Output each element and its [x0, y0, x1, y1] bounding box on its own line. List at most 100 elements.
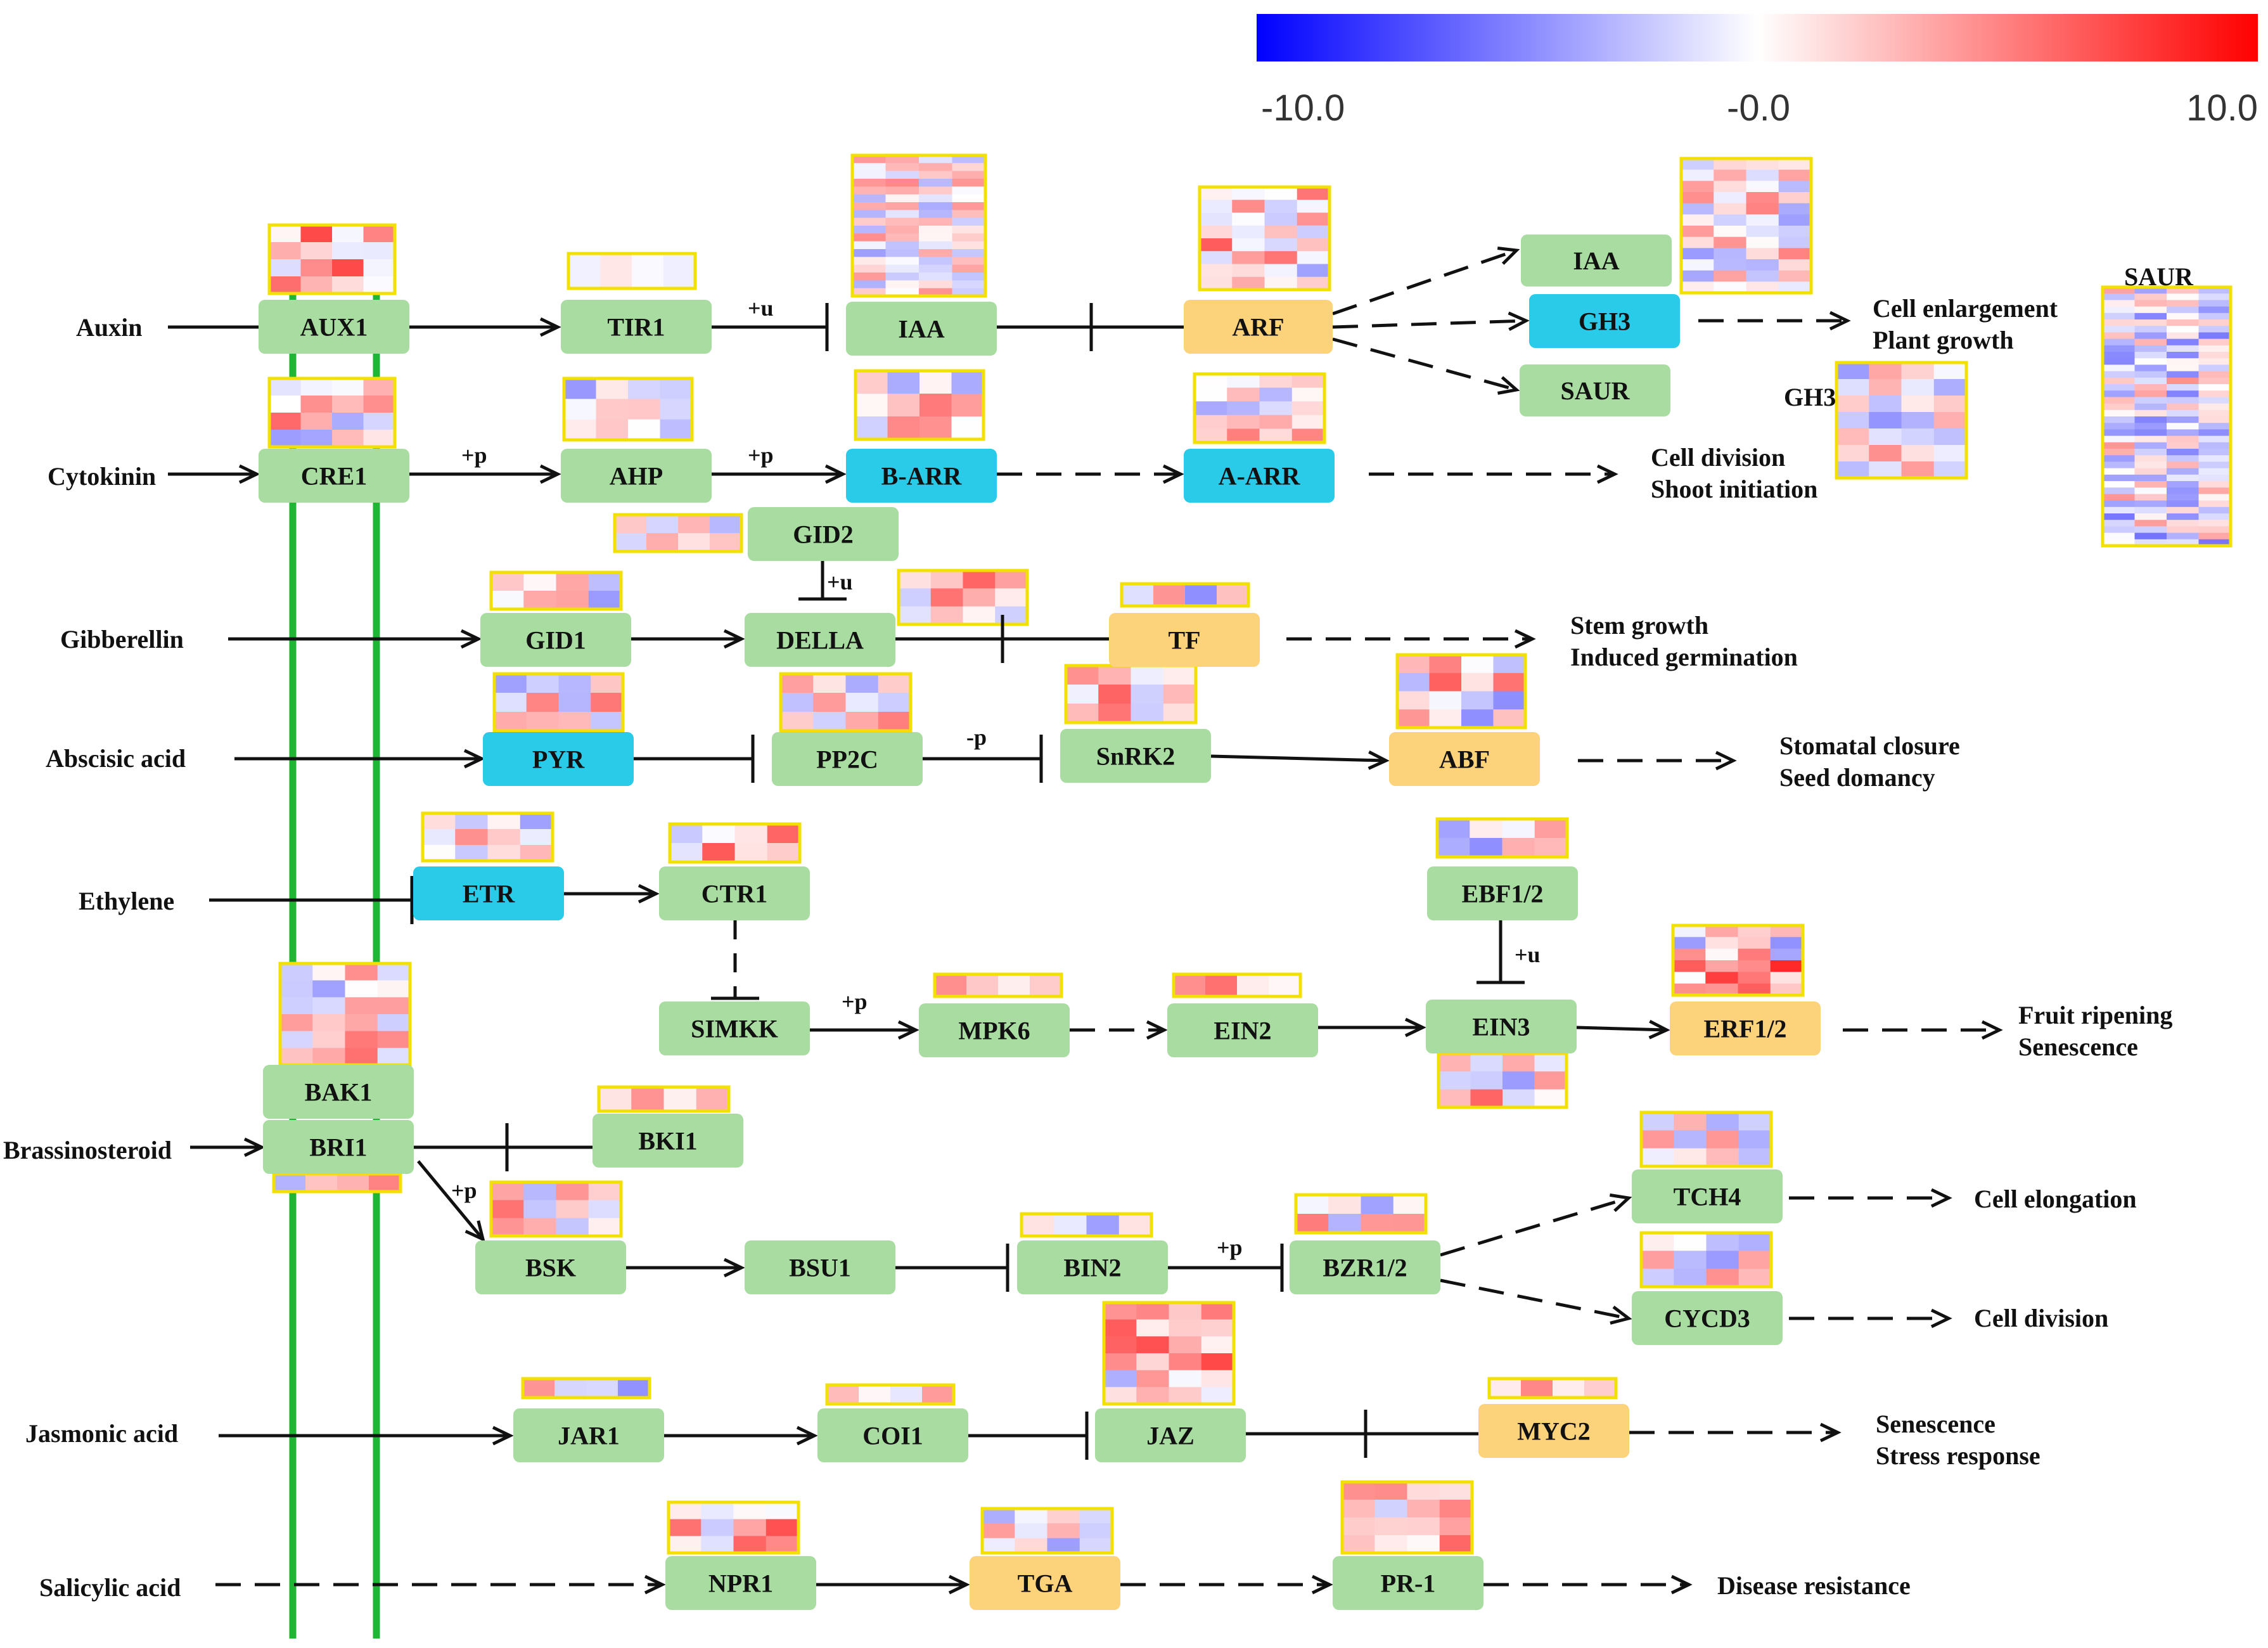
- heatmap-aux1: [267, 223, 397, 295]
- hormone-jasmonic-acid: Jasmonic acid: [25, 1419, 178, 1448]
- heatmap-cell: [2134, 384, 2167, 391]
- heatmap-cell: [487, 845, 521, 861]
- heatmap-cell: [1259, 374, 1293, 389]
- heatmap-cell: [2103, 312, 2135, 320]
- heatmap-cell: [588, 1200, 622, 1219]
- gene-bsk: BSK: [475, 1240, 626, 1294]
- heatmap-cell: [2103, 487, 2135, 494]
- heatmap-cell: [701, 1519, 734, 1536]
- heatmap-cell: [852, 280, 886, 289]
- indirect-arrow: [1070, 1020, 1168, 1040]
- heatmap-cell: [919, 288, 952, 297]
- heatmap-cell: [2167, 338, 2199, 346]
- heatmap-cell: [660, 419, 693, 441]
- heatmap-cell: [887, 371, 920, 394]
- heatmap-della: [897, 569, 1029, 626]
- arrow-head: [460, 629, 482, 649]
- gene-myc2: MYC2: [1478, 1404, 1629, 1458]
- annotation-ubiquitination-ebf: +u: [1515, 942, 1541, 967]
- heatmap-cell: [951, 416, 984, 440]
- heatmap-cell: [556, 591, 589, 610]
- heatmap-tir1: [567, 252, 697, 290]
- heatmap-cell: [767, 824, 800, 844]
- heatmap-cell: [852, 288, 886, 297]
- vertical-inhibition: [798, 561, 847, 601]
- heatmap-cell: [852, 233, 886, 242]
- heatmap-cell: [1714, 169, 1746, 181]
- heatmap-cell: [628, 419, 660, 441]
- heatmap-cell: [1342, 1482, 1375, 1500]
- heatmap-cell: [487, 829, 521, 846]
- heatmap-cell: [1297, 251, 1330, 264]
- heatmap-cell: [1641, 1268, 1674, 1287]
- heatmap-cell: [558, 693, 591, 712]
- heatmap-cell: [1118, 1214, 1152, 1237]
- heatmap-cell: [952, 233, 986, 242]
- heatmap-cell: [1738, 1148, 1772, 1167]
- heatmap-cell: [2134, 390, 2167, 397]
- heatmap-cell: [1439, 1535, 1473, 1554]
- indirect-arrow: [1578, 750, 1737, 771]
- heatmap-cell: [615, 515, 647, 534]
- gene-bak1: BAK1: [263, 1065, 414, 1119]
- heatmap-cell: [2198, 338, 2231, 346]
- gene-ein2: EIN2: [1167, 1003, 1318, 1057]
- connector-line: [1332, 337, 1517, 392]
- heatmap-cell: [1098, 666, 1131, 685]
- heatmap-cell: [2198, 326, 2231, 333]
- heatmap-cell: [1200, 264, 1233, 278]
- activation-arrow: [810, 1020, 919, 1040]
- heatmap-cell: [280, 997, 313, 1015]
- heatmap-cell: [919, 233, 952, 242]
- heatmap-cell: [1174, 974, 1206, 997]
- heatmap-cell: [852, 155, 886, 164]
- heatmap-cell: [1738, 1233, 1772, 1251]
- heatmap-bak1: [278, 962, 412, 1067]
- gene-box: [1184, 449, 1335, 503]
- heatmap-cell: [487, 813, 521, 830]
- heatmap-cell: [1836, 363, 1869, 380]
- gene-label: AUX1: [300, 313, 368, 342]
- heatmap-cell: [885, 179, 919, 187]
- heatmap-cell: [377, 963, 411, 981]
- arrow-head: [723, 629, 745, 649]
- heatmap-cell: [1342, 1500, 1375, 1518]
- heatmap-cell: [1778, 236, 1812, 248]
- hormone-abscisic-acid: Abscisic acid: [46, 744, 186, 773]
- heatmap-cell: [1706, 1130, 1739, 1149]
- heatmap-cell: [2167, 481, 2199, 488]
- heatmap-cell: [1429, 691, 1462, 710]
- heatmap-cell: [1674, 1268, 1707, 1287]
- heatmap-cell: [596, 419, 629, 441]
- heatmap-cell: [935, 974, 967, 997]
- heatmap-bin2: [1020, 1212, 1153, 1238]
- heatmap-cell: [2134, 332, 2167, 340]
- heatmap-cell: [632, 254, 664, 289]
- heatmap-cell: [852, 217, 886, 226]
- heatmap-cell: [269, 225, 301, 243]
- heatmap-cell: [766, 1536, 799, 1554]
- heatmap-cell: [1232, 276, 1265, 290]
- heatmap-cell: [919, 273, 952, 281]
- heatmap-cell: [2134, 442, 2167, 449]
- gene-box: [1290, 1240, 1440, 1294]
- heatmap-cell: [523, 1182, 556, 1201]
- gene-box: [561, 300, 712, 354]
- heatmap-cell: [1361, 1195, 1394, 1214]
- gene-simkk: SIMKK: [659, 1001, 810, 1055]
- heatmap-cell: [1746, 181, 1779, 193]
- gene-ctr1: CTR1: [659, 866, 810, 920]
- heatmap-cell: [982, 1538, 1015, 1554]
- heatmap-cell: [1015, 1538, 1048, 1554]
- heatmap-cell: [1104, 1370, 1137, 1387]
- heatmap-cell: [1738, 972, 1771, 984]
- heatmap-cell: [852, 202, 886, 210]
- heatmap-cell: [952, 194, 986, 203]
- heatmap-cell: [1439, 1482, 1473, 1500]
- heatmap-cell: [2198, 306, 2231, 314]
- heatmap-cell: [1374, 1500, 1407, 1518]
- heatmap-ctr1: [668, 822, 802, 864]
- color-scale-max-label: 10.0: [2186, 87, 2258, 129]
- heatmap-cell: [2103, 468, 2135, 475]
- heatmap-cell: [1836, 396, 1869, 413]
